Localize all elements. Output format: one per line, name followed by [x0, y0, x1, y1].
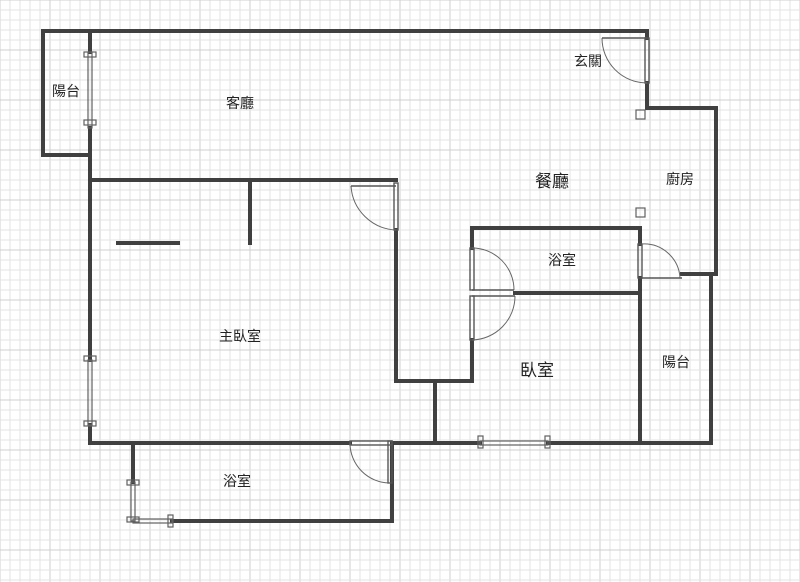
door-entrance: [601, 37, 650, 84]
label-bathroom-bottom: 浴室: [223, 473, 251, 490]
wall-kitchen-top: [645, 106, 718, 276]
window-master-left: [87, 359, 93, 426]
label-master-bedroom: 主臥室: [219, 328, 261, 345]
kitchen-post-bottom: [635, 207, 646, 218]
label-dining-room: 餐廳: [535, 172, 569, 192]
label-balcony-right: 陽台: [662, 355, 690, 371]
windows: [83, 51, 646, 528]
wall-left-balcony: [41, 29, 92, 157]
label-bathroom-middle: 浴室: [548, 252, 576, 269]
door-bathroom-bottom: [349, 440, 393, 484]
door-master-bedroom: [350, 182, 399, 231]
label-kitchen: 廚房: [666, 171, 694, 188]
room-labels: 陽台 客廳 玄關 餐廳 廚房 浴室 主臥室 臥室 陽台 浴室: [52, 53, 694, 490]
kitchen-post-top: [635, 109, 646, 120]
wall-bathroom-bottom-right: [170, 441, 394, 523]
door-bathroom-middle: [469, 247, 515, 291]
doors: [349, 37, 682, 484]
window-bath-bottom: [132, 518, 173, 524]
door-bedroom: [469, 295, 516, 341]
label-entrance: 玄關: [574, 53, 602, 70]
door-balcony-right: [637, 243, 682, 279]
window-bath-bottom-left: [130, 481, 136, 522]
window-bottom: [479, 440, 549, 446]
label-living-room: 客廳: [226, 95, 254, 112]
wall-master-right: [394, 228, 474, 383]
walls: [41, 29, 718, 523]
label-balcony-left: 陽台: [52, 84, 80, 100]
label-bedroom: 臥室: [520, 361, 554, 381]
